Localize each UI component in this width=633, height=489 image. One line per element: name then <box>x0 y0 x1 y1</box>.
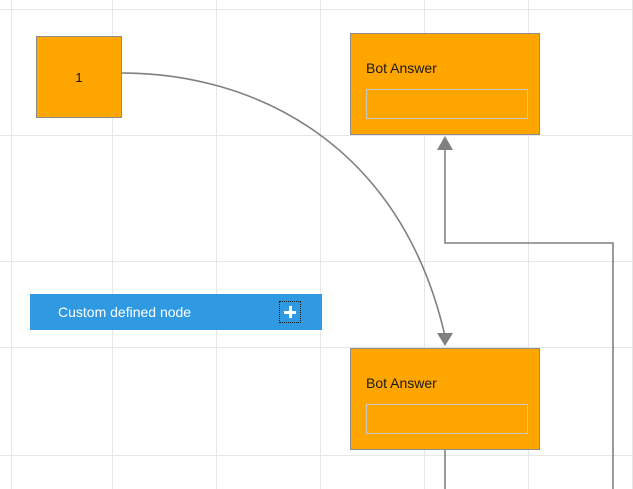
palette-item-custom-defined-node[interactable]: Custom defined node <box>30 294 322 330</box>
node-bot-answer-bottom[interactable]: Bot Answer <box>350 348 540 450</box>
node-bot-answer-top-title: Bot Answer <box>366 60 437 76</box>
node-start-label: 1 <box>75 69 83 85</box>
node-bot-answer-top-slot[interactable] <box>366 89 528 119</box>
palette-item-label: Custom defined node <box>58 304 192 320</box>
plus-icon[interactable] <box>279 301 301 323</box>
node-bot-answer-top[interactable]: Bot Answer <box>350 33 540 135</box>
node-bot-answer-bottom-title: Bot Answer <box>366 375 437 391</box>
plus-icon-vertical-bar <box>288 306 292 318</box>
node-bot-answer-bottom-slot[interactable] <box>366 404 528 434</box>
node-start[interactable]: 1 <box>36 36 122 118</box>
arrowhead-up-into-bot-answer-top <box>437 136 453 150</box>
arrowhead-down-into-bot-answer-bottom <box>437 333 453 346</box>
